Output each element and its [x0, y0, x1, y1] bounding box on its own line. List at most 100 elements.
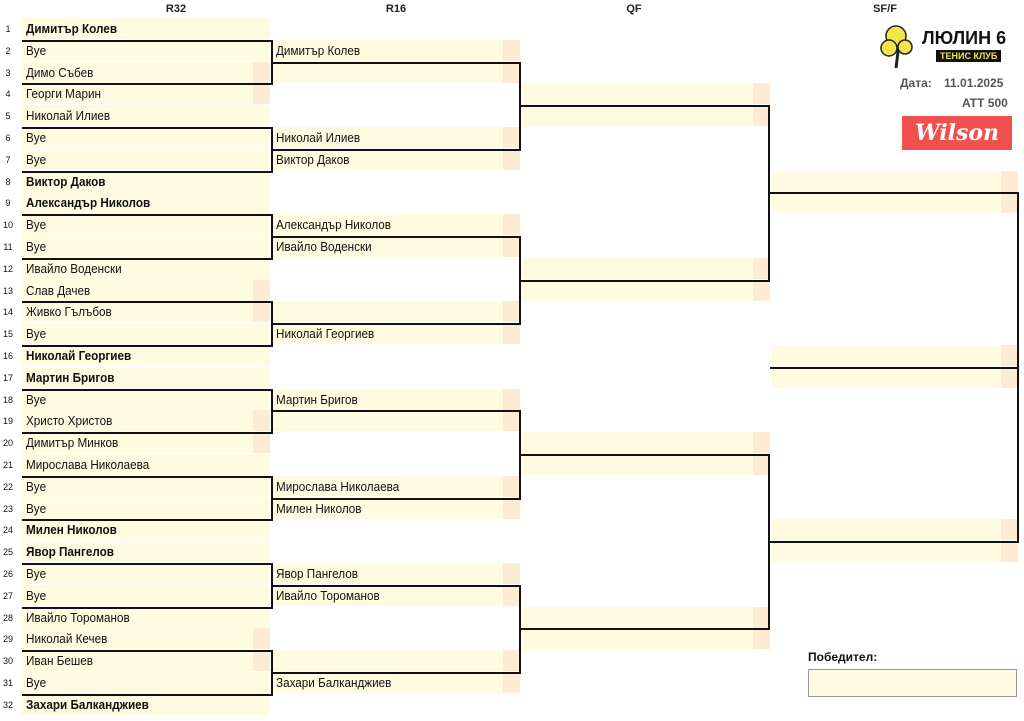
qf-slot[interactable]: [522, 432, 770, 454]
r16-slot[interactable]: Мартин Бригов: [272, 388, 520, 410]
r32-slot[interactable]: Георги Марин: [22, 83, 270, 105]
r16-slot[interactable]: [272, 650, 520, 672]
sf-slot[interactable]: [772, 366, 1018, 388]
qf-slot[interactable]: [522, 105, 770, 127]
score-cell[interactable]: [503, 127, 520, 148]
r16-slot[interactable]: Николай Георгиев: [272, 323, 520, 345]
score-cell[interactable]: [503, 39, 520, 61]
r16-slot[interactable]: Ивайло Тороманов: [272, 584, 520, 606]
score-cell[interactable]: [503, 323, 520, 345]
score-cell[interactable]: [503, 475, 520, 497]
qf-slot[interactable]: [522, 83, 770, 105]
score-cell[interactable]: [503, 301, 520, 323]
score-cell[interactable]: [503, 410, 520, 432]
score-cell[interactable]: [753, 432, 770, 454]
r32-slot[interactable]: Николай Илиев: [22, 105, 270, 127]
r32-slot[interactable]: Димитър Колев: [22, 18, 270, 39]
r32-slot[interactable]: Bye: [22, 39, 270, 61]
r32-slot[interactable]: Bye: [22, 672, 270, 693]
r32-slot[interactable]: Захари Балканджиев: [22, 693, 270, 715]
score-cell[interactable]: [503, 148, 520, 170]
r16-slot[interactable]: [272, 301, 520, 323]
score-cell[interactable]: [753, 606, 770, 628]
qf-slot[interactable]: [522, 628, 770, 650]
r32-slot[interactable]: Bye: [22, 584, 270, 606]
score-cell[interactable]: [503, 672, 520, 693]
score-cell[interactable]: [753, 83, 770, 105]
r32-slot[interactable]: Слав Дачев: [22, 279, 270, 301]
score-cell[interactable]: [753, 628, 770, 650]
r32-slot[interactable]: Bye: [22, 497, 270, 519]
score-cell[interactable]: [253, 432, 270, 454]
r32-slot[interactable]: Ивайло Тороманов: [22, 606, 270, 628]
r32-slot[interactable]: Виктор Даков: [22, 170, 270, 192]
score-cell[interactable]: [1001, 541, 1018, 563]
r32-slot[interactable]: Милен Николов: [22, 519, 270, 541]
r16-slot[interactable]: Димитър Колев: [272, 39, 520, 61]
r16-slot[interactable]: Николай Илиев: [272, 127, 520, 148]
sf-slot[interactable]: [772, 170, 1018, 192]
r16-slot[interactable]: Милен Николов: [272, 497, 520, 519]
r32-slot[interactable]: Александър Николов: [22, 192, 270, 214]
score-cell[interactable]: [253, 628, 270, 650]
score-cell[interactable]: [1001, 366, 1018, 388]
score-cell[interactable]: [503, 650, 520, 672]
r32-slot[interactable]: Bye: [22, 236, 270, 257]
r32-slot[interactable]: Мартин Бригов: [22, 366, 270, 388]
r16-slot[interactable]: Явор Пангелов: [272, 563, 520, 584]
r32-slot[interactable]: Bye: [22, 127, 270, 148]
r32-slot[interactable]: Николай Кечев: [22, 628, 270, 650]
score-cell[interactable]: [753, 257, 770, 279]
r32-slot[interactable]: Мирослава Николаева: [22, 454, 270, 475]
r32-slot[interactable]: Ивайло Воденски: [22, 257, 270, 279]
r32-slot[interactable]: Иван Бешев: [22, 650, 270, 672]
score-cell[interactable]: [253, 410, 270, 432]
sf-slot[interactable]: [772, 541, 1018, 563]
qf-slot[interactable]: [522, 257, 770, 279]
r32-slot[interactable]: Bye: [22, 323, 270, 345]
sf-slot[interactable]: [772, 345, 1018, 366]
r16-slot[interactable]: [272, 61, 520, 83]
r32-slot[interactable]: Димитър Минков: [22, 432, 270, 454]
score-cell[interactable]: [253, 61, 270, 83]
winner-field[interactable]: [808, 669, 1017, 697]
score-cell[interactable]: [753, 105, 770, 127]
score-cell[interactable]: [253, 301, 270, 323]
score-cell[interactable]: [253, 279, 270, 301]
r16-slot[interactable]: Ивайло Воденски: [272, 236, 520, 257]
score-cell[interactable]: [753, 279, 770, 301]
r32-slot[interactable]: Bye: [22, 475, 270, 497]
score-cell[interactable]: [753, 454, 770, 475]
sf-slot[interactable]: [772, 519, 1018, 541]
qf-slot[interactable]: [522, 454, 770, 475]
qf-slot[interactable]: [522, 279, 770, 301]
score-cell[interactable]: [503, 388, 520, 410]
qf-slot[interactable]: [522, 606, 770, 628]
r32-slot[interactable]: Bye: [22, 214, 270, 236]
score-cell[interactable]: [253, 650, 270, 672]
score-cell[interactable]: [253, 83, 270, 105]
r32-slot[interactable]: Христо Христов: [22, 410, 270, 432]
r16-slot[interactable]: Мирослава Николаева: [272, 475, 520, 497]
r32-slot[interactable]: Bye: [22, 148, 270, 170]
score-cell[interactable]: [503, 584, 520, 606]
score-cell[interactable]: [503, 497, 520, 519]
r16-slot[interactable]: Захари Балканджиев: [272, 672, 520, 693]
score-cell[interactable]: [503, 61, 520, 83]
score-cell[interactable]: [1001, 192, 1018, 214]
r32-slot[interactable]: Bye: [22, 563, 270, 584]
score-cell[interactable]: [503, 214, 520, 236]
score-cell[interactable]: [503, 236, 520, 257]
r16-slot[interactable]: [272, 410, 520, 432]
r32-slot[interactable]: Bye: [22, 388, 270, 410]
r16-slot[interactable]: Александър Николов: [272, 214, 520, 236]
r32-slot[interactable]: Явор Пангелов: [22, 541, 270, 563]
r32-slot[interactable]: Живко Гълъбов: [22, 301, 270, 323]
score-cell[interactable]: [1001, 345, 1018, 366]
r16-slot[interactable]: Виктор Даков: [272, 148, 520, 170]
r32-slot[interactable]: Димо Събев: [22, 61, 270, 83]
sf-slot[interactable]: [772, 192, 1018, 214]
score-cell[interactable]: [1001, 170, 1018, 192]
score-cell[interactable]: [1001, 519, 1018, 541]
score-cell[interactable]: [503, 563, 520, 584]
